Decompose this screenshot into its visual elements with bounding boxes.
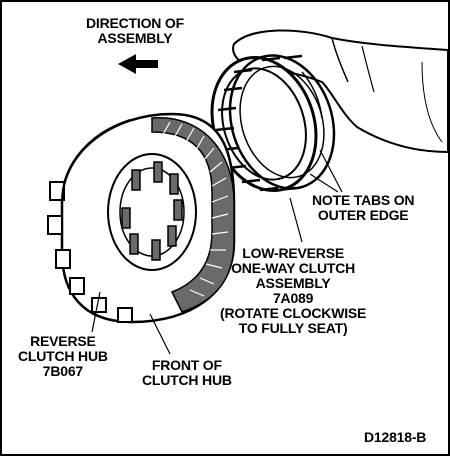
direction-arrow	[118, 54, 158, 74]
note-tabs-label: NOTE TABS ON OUTER EDGE	[312, 192, 415, 223]
one-way-clutch-ring	[210, 54, 336, 192]
direction-of-assembly-label: DIRECTION OF ASSEMBLY	[86, 15, 184, 46]
leader-lines	[91, 149, 343, 355]
figure-id-label: D12818-B	[364, 429, 427, 445]
front-of-clutch-hub-label: FRONT OF CLUTCH HUB	[142, 357, 232, 388]
low-reverse-clutch-label: LOW-REVERSE ONE-WAY CLUTCH ASSEMBLY 7A08…	[220, 245, 367, 336]
reverse-clutch-hub	[47, 112, 236, 324]
reverse-clutch-hub-label: REVERSE CLUTCH HUB 7B067	[18, 333, 108, 379]
